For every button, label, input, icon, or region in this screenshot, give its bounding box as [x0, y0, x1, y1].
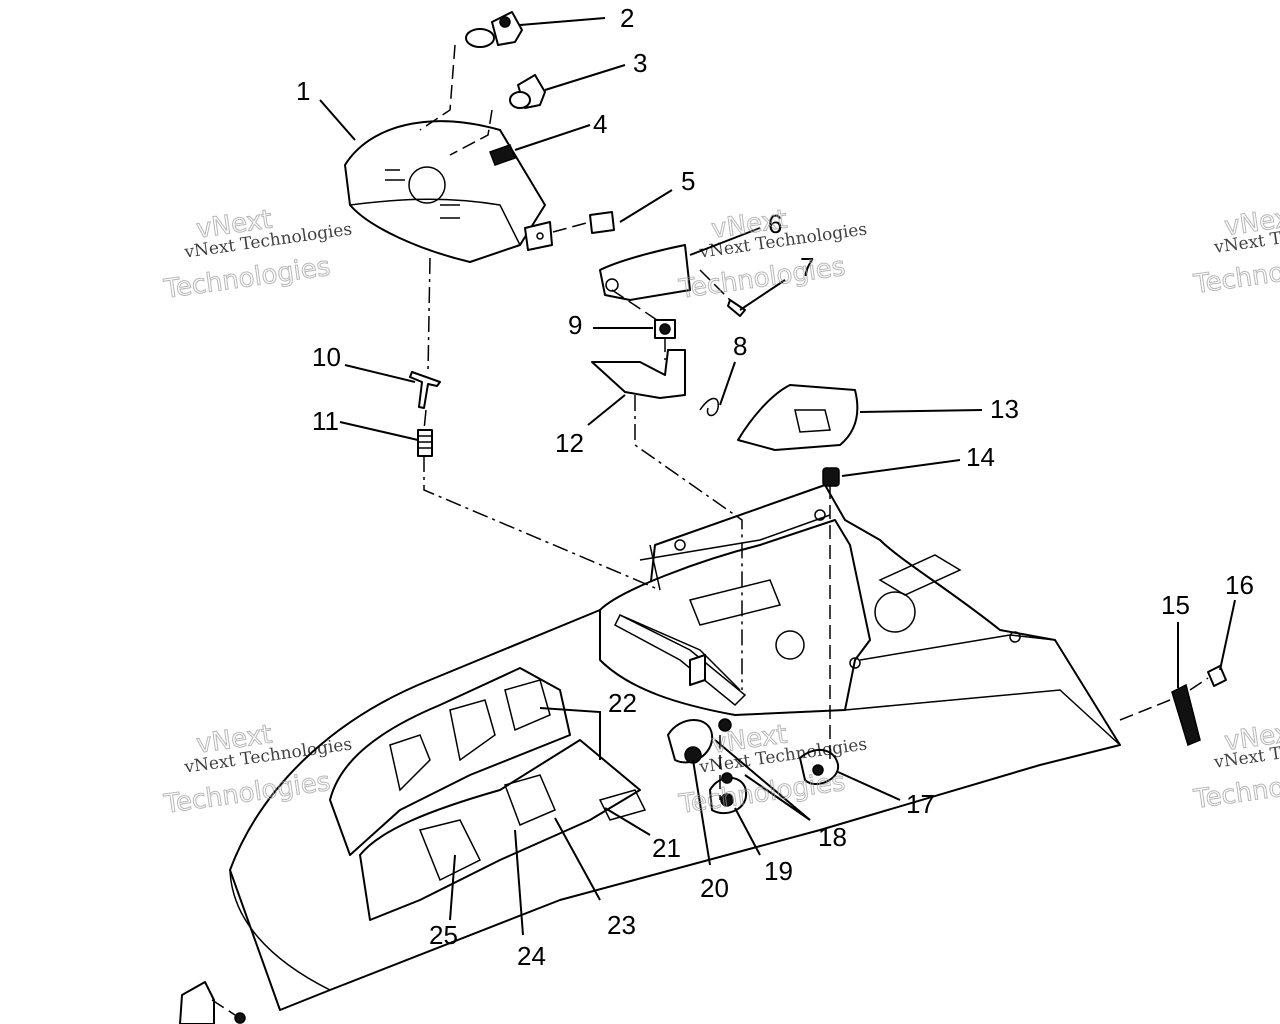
callout-25: 25 [429, 920, 458, 950]
callout-3: 3 [633, 48, 647, 78]
callout-6: 6 [768, 209, 782, 239]
callout-9: 9 [568, 310, 582, 340]
callout-22: 22 [608, 688, 637, 718]
switch-2 [465, 11, 523, 48]
callout-7: 7 [800, 252, 814, 282]
pin-10 [409, 371, 441, 409]
callout-1: 1 [296, 76, 310, 106]
callout-17: 17 [906, 789, 935, 819]
knob-4 [489, 144, 516, 166]
lower-bracket [179, 981, 246, 1024]
cap-16 [1207, 665, 1227, 687]
callout-16: 16 [1225, 570, 1254, 600]
watermark-top-left: vNext vNext Technologies Technologies [161, 204, 353, 305]
watermark-top-right: vNext vNext Technologies Technologies [1191, 201, 1280, 300]
callout-18: 18 [818, 822, 847, 852]
callout-2: 2 [620, 3, 634, 33]
clip-8 [699, 397, 719, 417]
callout-19: 19 [764, 856, 793, 886]
callout-4: 4 [593, 109, 607, 139]
watermark-top-center: vNext vNext Technologies Technologies [676, 204, 868, 305]
callout-21: 21 [652, 833, 681, 863]
spring-11 [417, 429, 433, 457]
bushing-14 [822, 467, 840, 487]
cover-13 [737, 384, 859, 451]
watermark-bottom-right: vNext vNext Technologies Technologies [1191, 716, 1280, 815]
callout-5: 5 [681, 166, 695, 196]
screw-7 [727, 299, 746, 317]
plate-5 [589, 211, 615, 234]
grommet-17 [799, 749, 840, 785]
switch-3 [509, 74, 546, 109]
callouts: 1 2 3 4 5 6 7 8 9 10 11 12 13 14 15 16 1… [296, 3, 1254, 971]
gauge-mount [667, 718, 748, 815]
callout-10: 10 [312, 342, 341, 372]
bracket-12 [591, 349, 686, 399]
callout-14: 14 [966, 442, 995, 472]
callout-15: 15 [1161, 590, 1190, 620]
callout-12: 12 [555, 428, 584, 458]
headlight-housing [344, 120, 553, 263]
callout-11: 11 [312, 406, 339, 436]
callout-24: 24 [517, 941, 546, 971]
callout-23: 23 [607, 910, 636, 940]
bracket-6 [599, 244, 691, 301]
callout-20: 20 [700, 873, 729, 903]
callout-8: 8 [733, 331, 747, 361]
lever-15 [1171, 683, 1201, 747]
callout-13: 13 [990, 394, 1019, 424]
